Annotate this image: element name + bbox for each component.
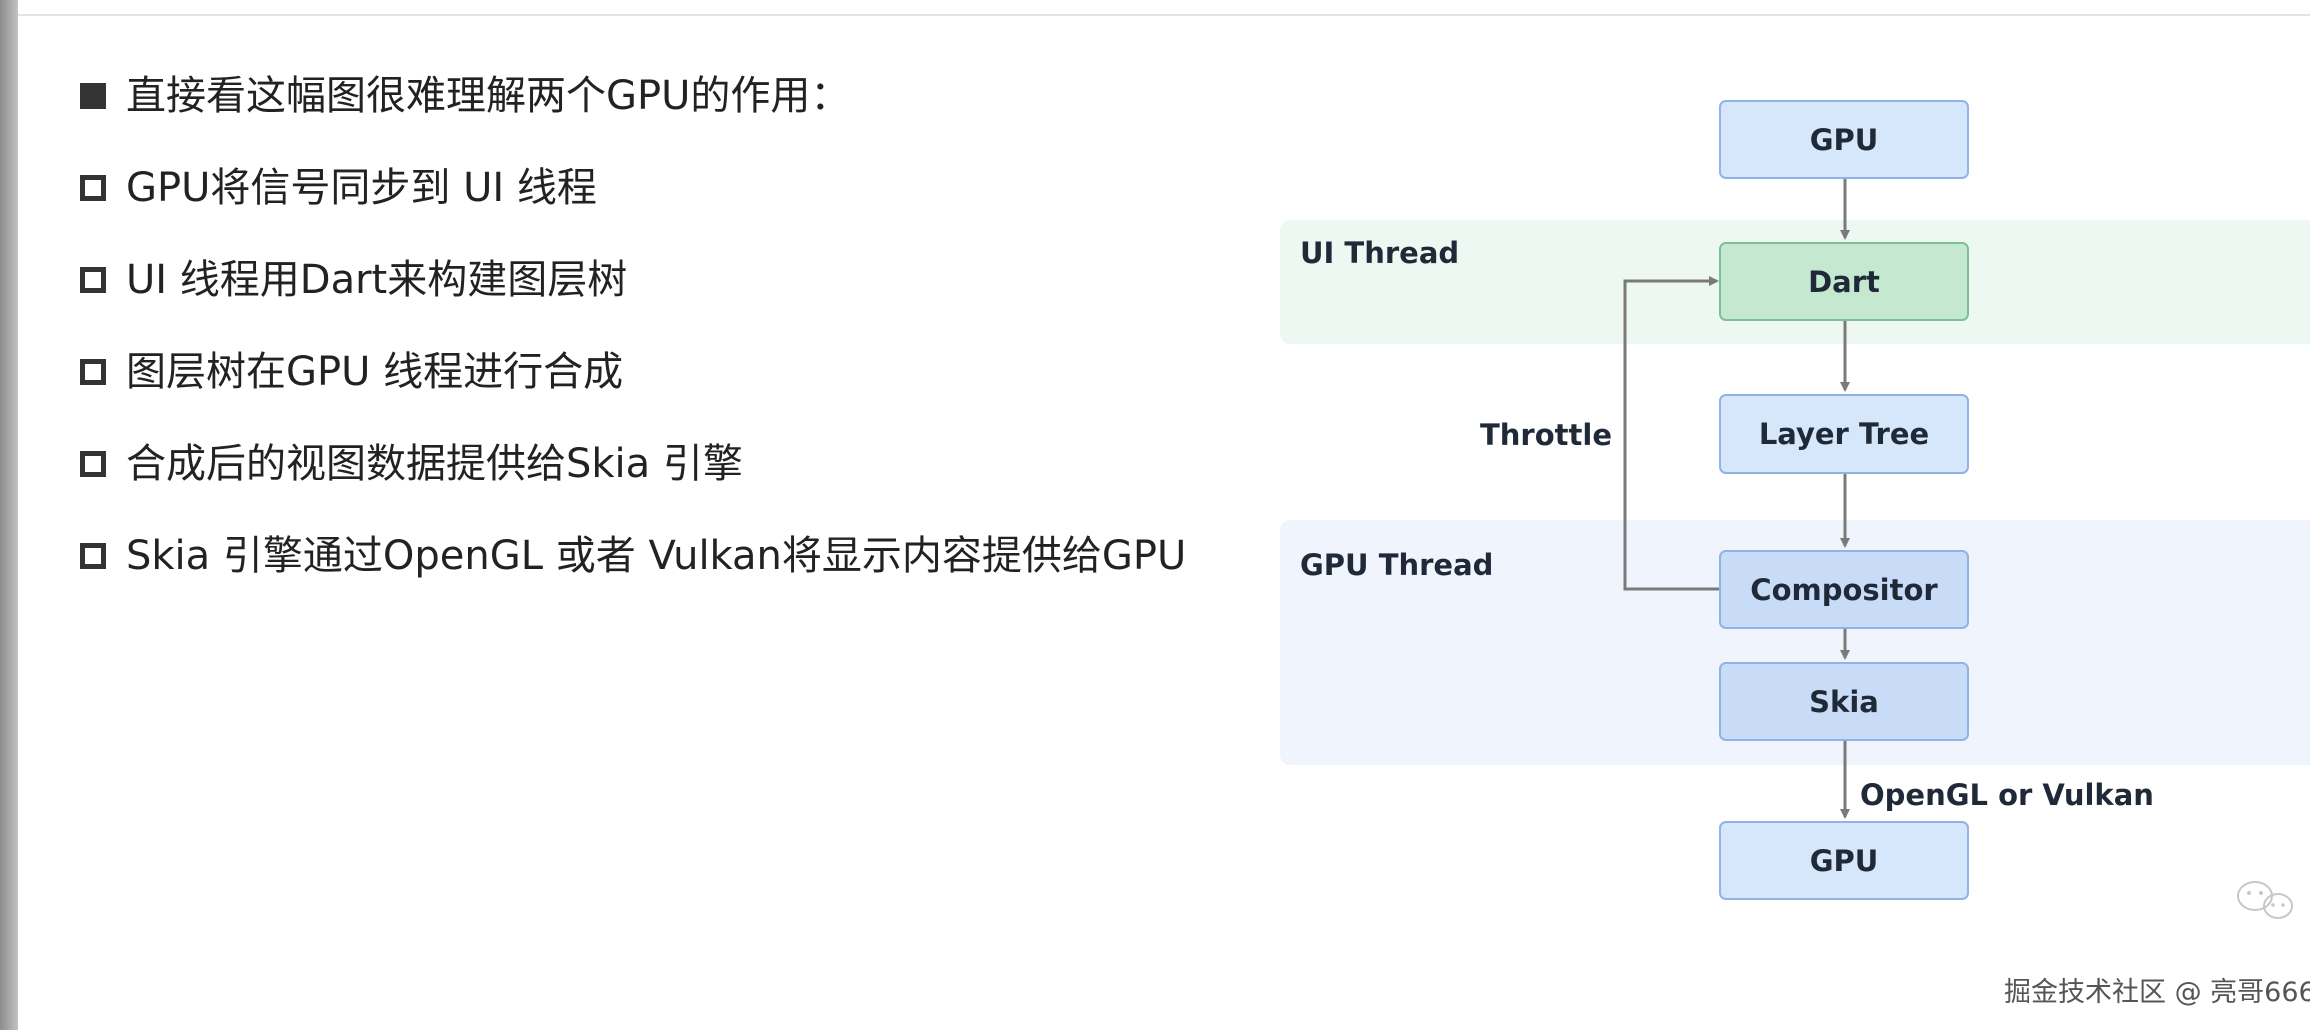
node-layer-tree: Layer Tree [1719, 394, 1969, 474]
node-gpu-bottom: GPU [1719, 821, 1969, 900]
bullet-text: UI 线程用Dart来构建图层树 [126, 257, 628, 303]
bullet-text: 合成后的视图数据提供给Skia 引擎 [126, 441, 743, 487]
node-skia-label: Skia [1809, 685, 1879, 719]
ui-thread-label: UI Thread [1300, 236, 1459, 270]
hollow-square-bullet-icon [80, 267, 106, 293]
bullet-item: 合成后的视图数据提供给Skia 引擎 [80, 418, 1230, 510]
hollow-square-bullet-icon [80, 175, 106, 201]
gpu-thread-label: GPU Thread [1300, 548, 1493, 582]
node-gpu-bottom-label: GPU [1810, 844, 1879, 878]
node-dart: Dart [1719, 242, 1969, 321]
bullet-text: 图层树在GPU 线程进行合成 [126, 349, 624, 395]
left-window-edge [0, 0, 18, 1030]
node-dart-label: Dart [1808, 265, 1880, 299]
node-gpu-top: GPU [1719, 100, 1969, 179]
bullet-text: 直接看这幅图很难理解两个GPU的作用： [126, 73, 851, 119]
node-skia: Skia [1719, 662, 1969, 741]
bullet-text: GPU将信号同步到 UI 线程 [126, 165, 597, 211]
bullet-item: UI 线程用Dart来构建图层树 [80, 234, 1230, 326]
node-compositor: Compositor [1719, 550, 1969, 629]
bullet-text: Skia 引擎通过OpenGL 或者 Vulkan将显示内容提供给GPU [126, 533, 1187, 579]
filled-square-bullet-icon [80, 83, 106, 109]
bullet-item: 直接看这幅图很难理解两个GPU的作用： [80, 50, 1230, 142]
opengl-vulkan-label: OpenGL or Vulkan [1860, 778, 2154, 812]
node-gpu-top-label: GPU [1810, 123, 1879, 157]
throttle-label: Throttle [1480, 418, 1612, 452]
bullet-item: Skia 引擎通过OpenGL 或者 Vulkan将显示内容提供给GPU [80, 510, 1230, 602]
bullet-item: GPU将信号同步到 UI 线程 [80, 142, 1230, 234]
hollow-square-bullet-icon [80, 359, 106, 385]
hollow-square-bullet-icon [80, 451, 106, 477]
chat-bubble-icon [2237, 881, 2293, 919]
watermark-credit: 掘金技术社区 @ 亮哥666 [2004, 977, 2310, 1008]
top-divider [18, 14, 2310, 16]
hollow-square-bullet-icon [80, 543, 106, 569]
bullet-list: 直接看这幅图很难理解两个GPU的作用： GPU将信号同步到 UI 线程 UI 线… [80, 50, 1230, 602]
node-compositor-label: Compositor [1750, 573, 1938, 607]
edge-throttle-feedback [1623, 276, 1720, 591]
bullet-item: 图层树在GPU 线程进行合成 [80, 326, 1230, 418]
node-layer-tree-label: Layer Tree [1759, 417, 1929, 451]
gpu-thread-region [1280, 520, 2310, 765]
